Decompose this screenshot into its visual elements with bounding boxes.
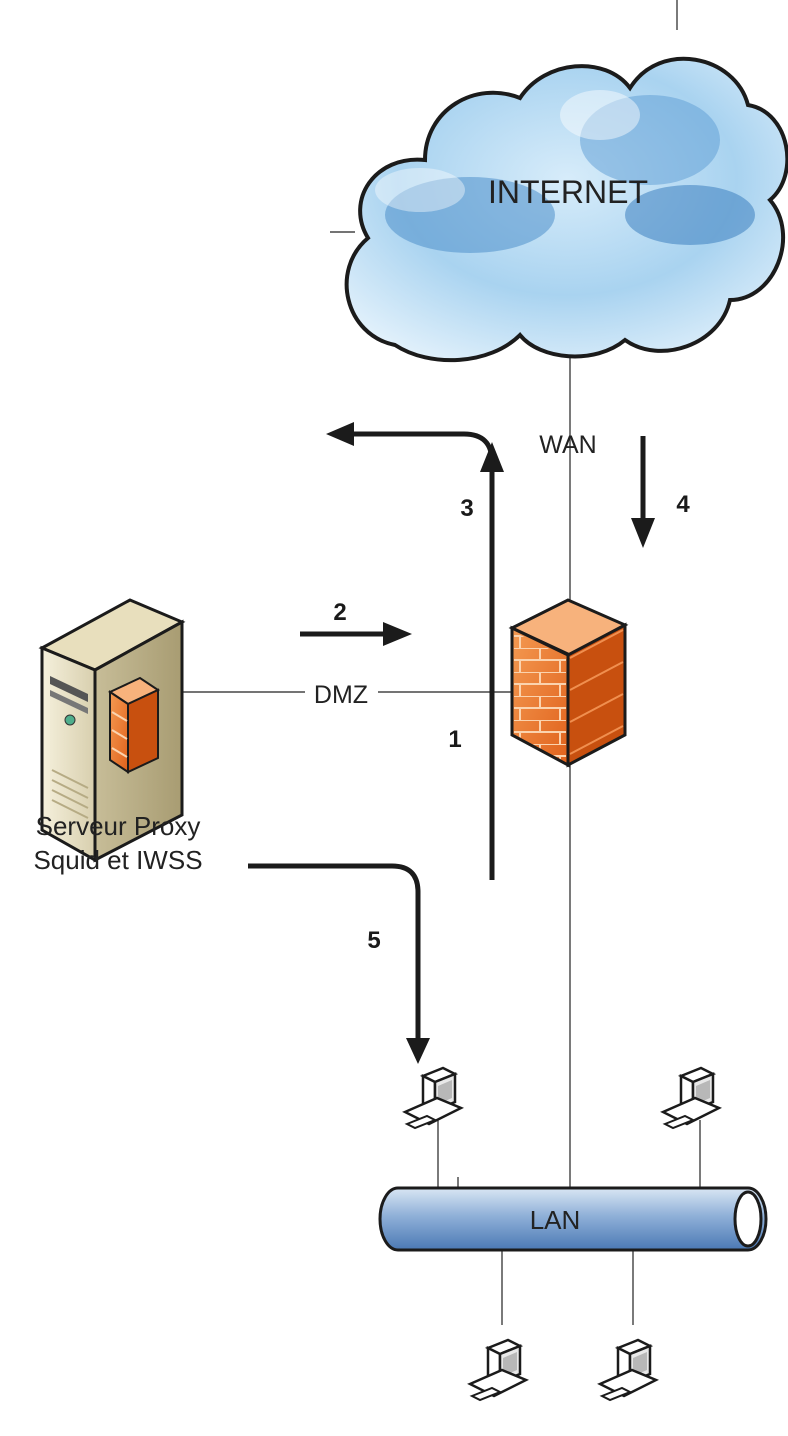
proxy-firewall-badge-icon (107, 676, 161, 774)
step-number-2: 2 (333, 599, 346, 626)
proxy-label-line2: Squid et IWSS (33, 845, 202, 875)
step-number-3: 3 (460, 495, 473, 522)
step-number-4: 4 (676, 491, 690, 518)
step-number-1: 1 (448, 726, 461, 753)
workstation-icon (660, 1066, 723, 1130)
dmz-label: DMZ (314, 681, 368, 709)
lan-label: LAN (530, 1205, 581, 1235)
proxy-label-line1: Serveur Proxy (36, 811, 201, 841)
step-number-5: 5 (367, 927, 380, 954)
firewall-icon (508, 598, 629, 768)
workstation-icon (402, 1066, 465, 1130)
arrow-step-5 (248, 863, 430, 1064)
proxy-server-icon (38, 598, 186, 863)
workstation-icon (597, 1338, 660, 1402)
workstation-icon (467, 1338, 530, 1402)
internet-cloud: INTERNET (344, 56, 788, 363)
arrow-step-4 (631, 436, 655, 548)
arrow-step-1 (326, 422, 495, 880)
lan-bus: LAN (378, 1186, 768, 1252)
wan-label: WAN (539, 431, 596, 459)
arrow-step-2 (300, 622, 412, 646)
internet-label: INTERNET (488, 174, 648, 210)
